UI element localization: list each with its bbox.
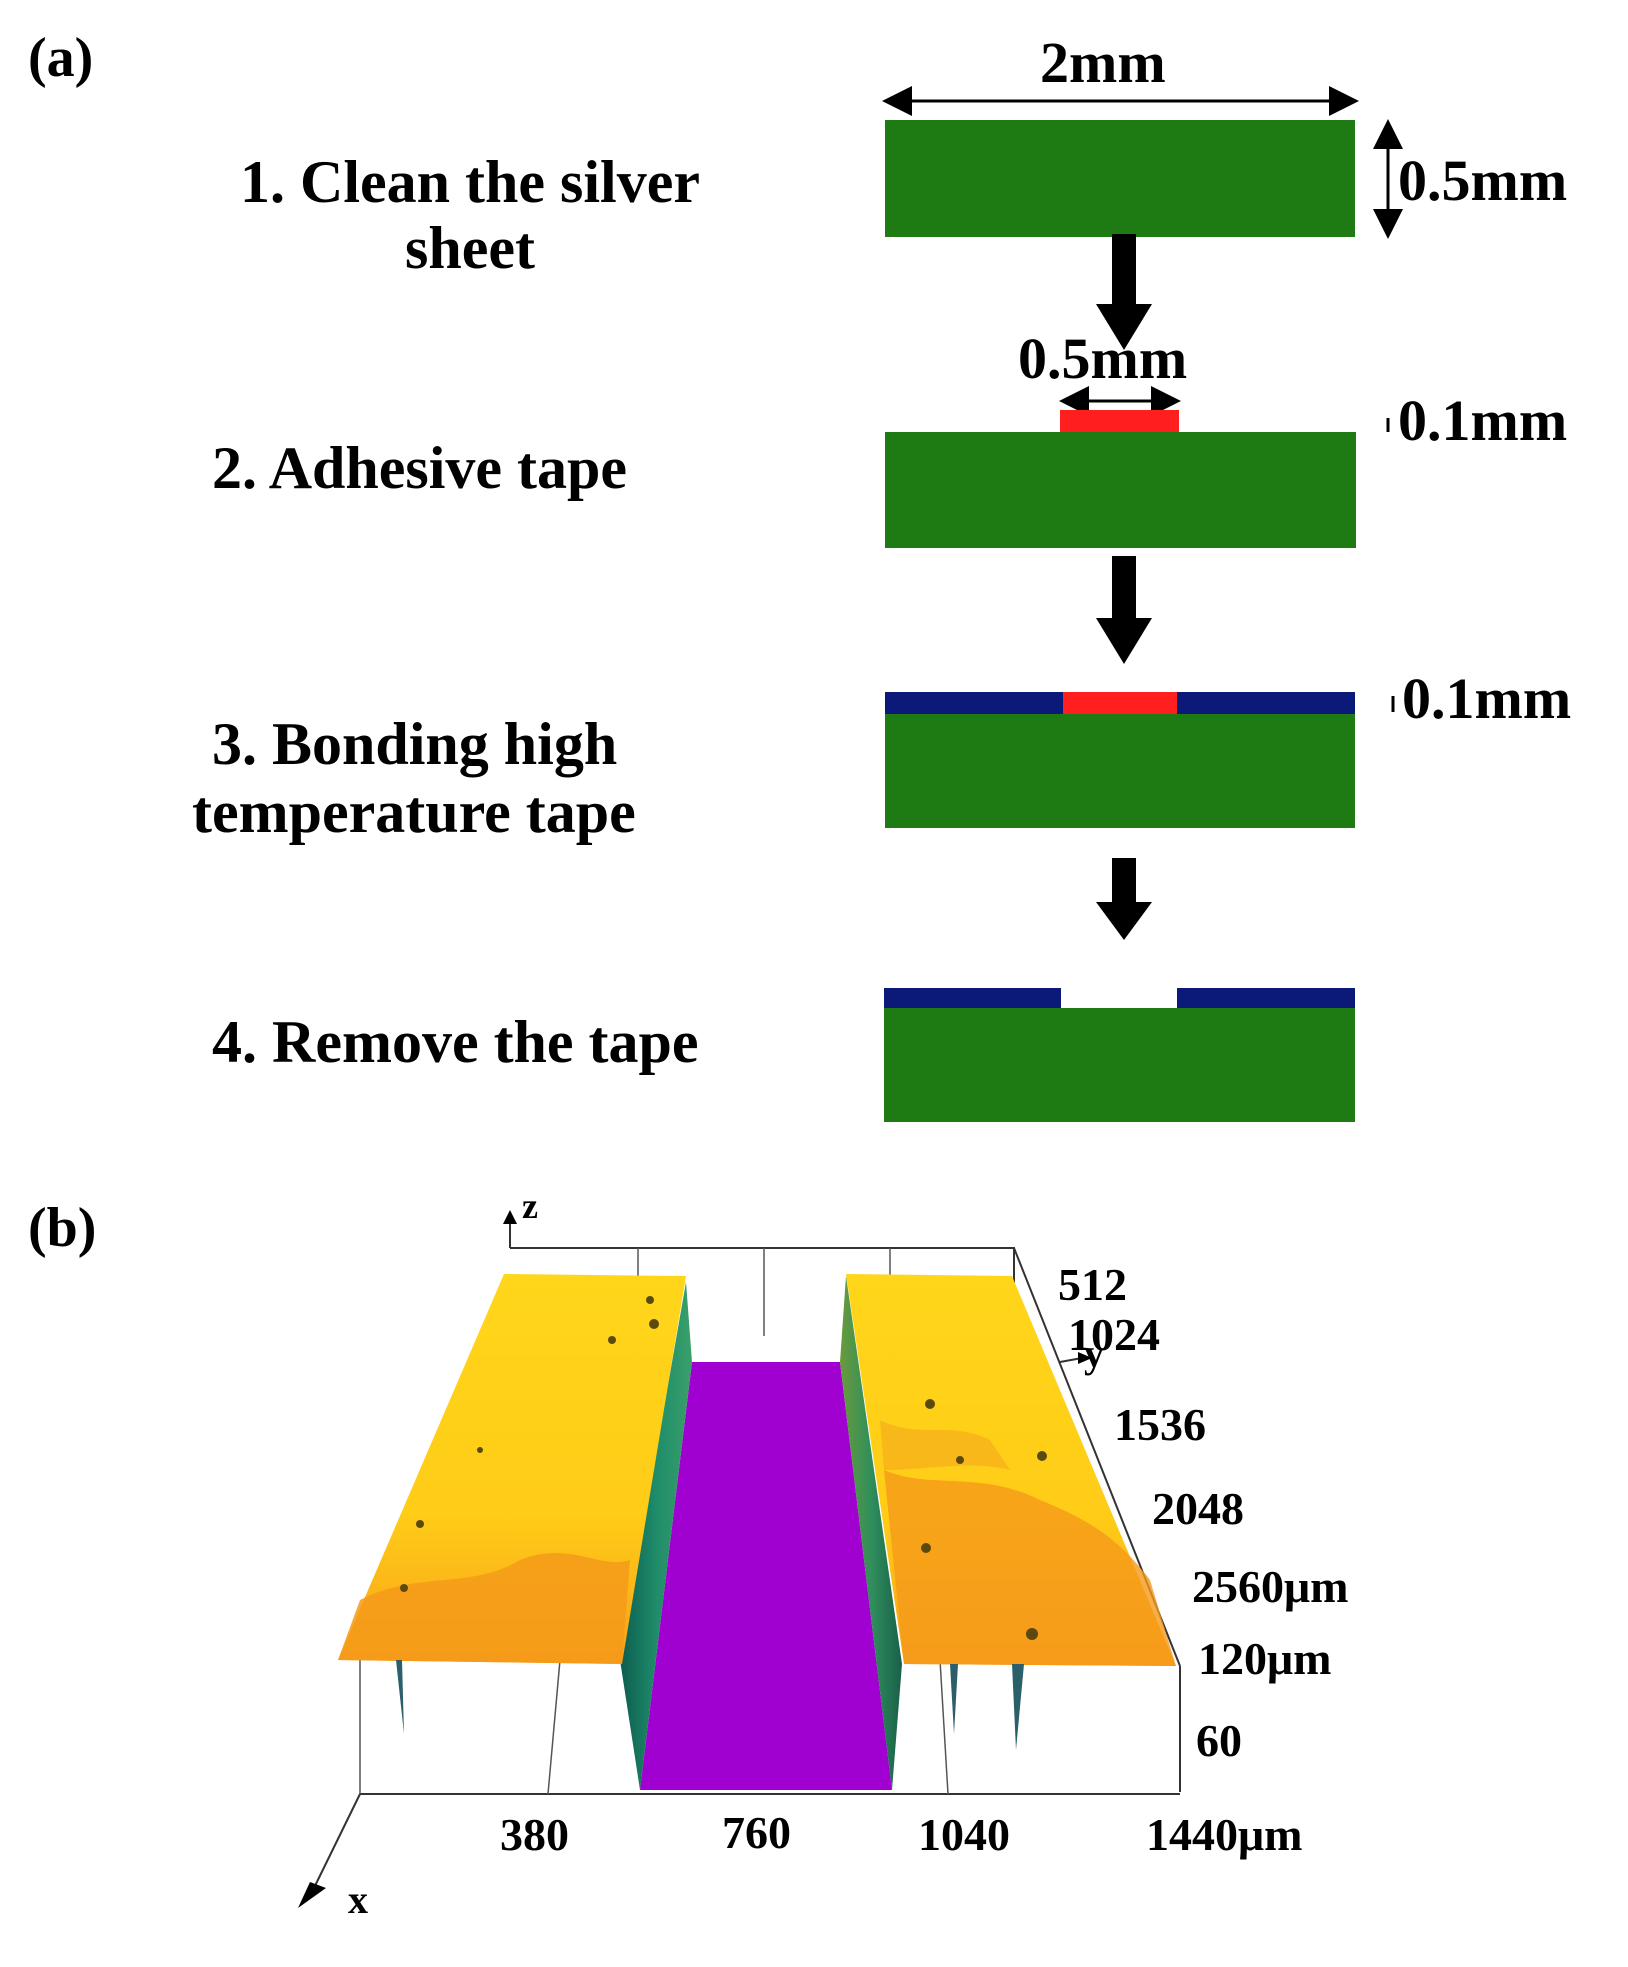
- process-arrow-1-head: [1096, 304, 1152, 350]
- left-plateau-low-region: [338, 1552, 630, 1664]
- y-tick-512: 512: [1058, 1259, 1127, 1310]
- ht-tape-thickness-label: 0.1mm: [1402, 666, 1572, 731]
- tape-width-label: 0.5mm: [1018, 326, 1188, 391]
- y-tick-2048: 2048: [1152, 1483, 1244, 1534]
- process-arrow-2-shaft: [1112, 556, 1136, 624]
- surface-pits: [400, 1296, 1047, 1640]
- y-tick-1536: 1536: [1114, 1399, 1206, 1450]
- ht-tape-left-step-4: [884, 988, 1061, 1010]
- groove-right-wall: [840, 1276, 902, 1790]
- x-axis-arrowhead: [298, 1882, 326, 1908]
- z-tick-60: 60: [1196, 1715, 1242, 1766]
- x-tick-1040: 1040: [918, 1809, 1010, 1860]
- right-plateau-low-region: [884, 1470, 1176, 1666]
- plot-floor-grid-1: [547, 1659, 561, 1795]
- groove-floor: [640, 1362, 892, 1790]
- pit-spike-3: [1012, 1664, 1024, 1750]
- y-tick-2560: 2560μm: [1192, 1561, 1349, 1612]
- silver-sheet-step-1: [885, 120, 1355, 237]
- x-axis-label: x: [348, 1877, 368, 1922]
- ht-tape-right-step-4: [1177, 988, 1355, 1010]
- process-arrow-3-shaft: [1112, 858, 1136, 908]
- x-tick-380: 380: [500, 1809, 569, 1860]
- process-arrow-1-shaft: [1112, 234, 1136, 308]
- adhesive-tape-step-3: [1063, 692, 1177, 716]
- process-arrow-3-head: [1096, 902, 1152, 940]
- silver-sheet-step-3: [885, 714, 1355, 828]
- step-1-line-1: 1. Clean the silver: [240, 149, 700, 215]
- step-4-line-1: 4. Remove the tape: [212, 1009, 699, 1075]
- y-axis-arrowhead: [1078, 1352, 1092, 1364]
- process-arrow-2-head: [1096, 618, 1152, 664]
- y-axis-label: y: [1084, 1331, 1104, 1376]
- sheet-thickness-label: 0.5mm: [1398, 148, 1568, 213]
- ht-tape-right-step-3: [1177, 692, 1355, 716]
- step-3-line-1: 3. Bonding high: [212, 711, 618, 777]
- panel-a-label: (a): [28, 27, 94, 89]
- x-axis-line: [311, 1793, 361, 1893]
- x-tick-1440: 1440μm: [1146, 1809, 1303, 1860]
- z-axis-label: z: [522, 1186, 538, 1226]
- z-axis-arrowhead: [503, 1210, 517, 1224]
- right-plateau-mid-region: [880, 1420, 1010, 1470]
- y-tick-1024: 1024: [1068, 1309, 1160, 1360]
- tape-thickness-label: 0.1mm: [1398, 388, 1568, 453]
- sheet-width-label: 2mm: [1040, 30, 1166, 95]
- z-tick-120: 120μm: [1198, 1633, 1332, 1684]
- panel-b-label: (b): [28, 1197, 97, 1259]
- step-2-line-1: 2. Adhesive tape: [212, 435, 628, 501]
- plot-floor-grid-3: [939, 1659, 949, 1795]
- step-3-line-2: temperature tape: [192, 779, 636, 845]
- x-tick-760: 760: [722, 1807, 791, 1858]
- silver-sheet-step-4: [884, 1008, 1355, 1122]
- ht-tape-left-step-3: [885, 692, 1063, 716]
- pit-spike-1: [396, 1660, 404, 1734]
- surface-plot: [298, 1210, 1181, 1908]
- groove-left-wall: [620, 1282, 692, 1790]
- silver-sheet-step-2: [885, 432, 1356, 548]
- pit-spike-2: [950, 1664, 958, 1734]
- adhesive-tape-step-2: [1060, 410, 1179, 436]
- step-1-line-2: sheet: [405, 215, 535, 281]
